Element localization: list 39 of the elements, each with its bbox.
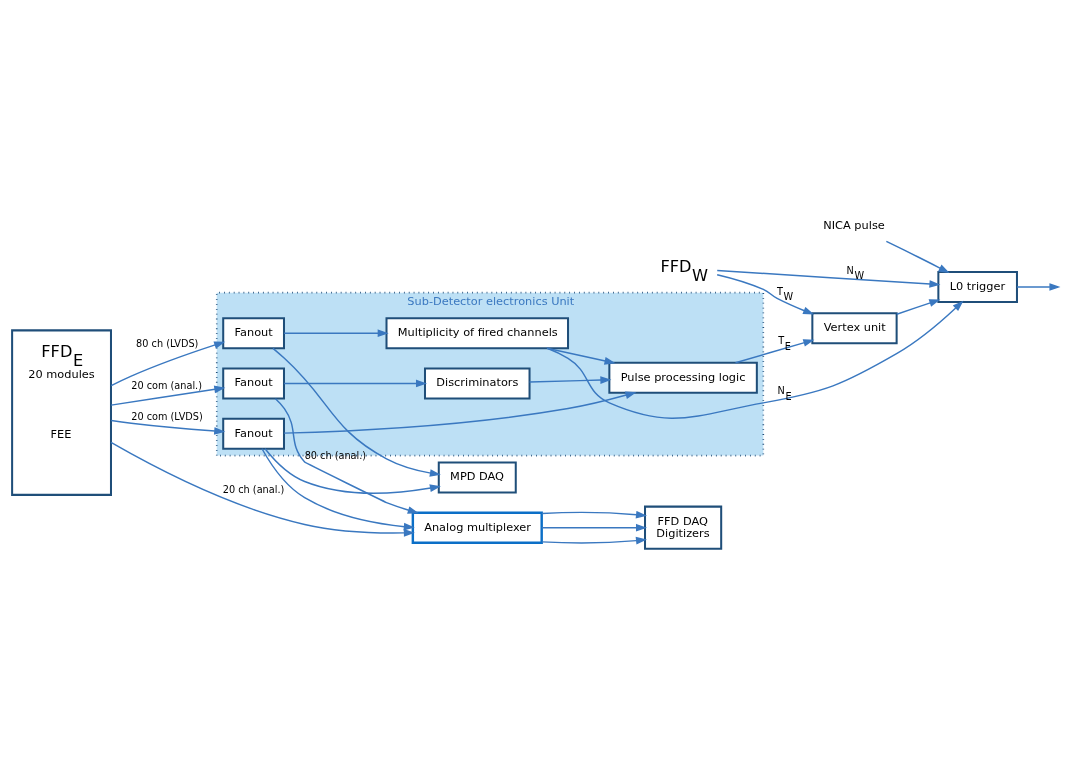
arrow — [261, 448, 415, 531]
arrow — [283, 329, 389, 338]
node-box: Fanout — [222, 417, 285, 450]
edge-label: 20 com (LVDS) — [131, 411, 203, 423]
node-box: Pulse processing logic — [608, 361, 758, 394]
arrow — [541, 510, 647, 519]
node-box: MPD DAQ — [437, 461, 517, 494]
arrow — [272, 347, 441, 477]
arrow — [283, 391, 637, 434]
node-box: Discriminators — [424, 367, 531, 400]
arrow — [716, 274, 815, 315]
arrow — [541, 523, 648, 532]
edge-label: 80 ch (anal.) — [304, 450, 367, 462]
arrow — [546, 300, 964, 419]
node-box: Fanout — [222, 317, 285, 350]
arrow — [110, 441, 415, 537]
node-text: NICA pulse — [823, 218, 885, 233]
arrow — [528, 376, 612, 384]
node-box: L0 trigger — [937, 271, 1018, 303]
arrow — [541, 536, 647, 545]
arrow — [283, 379, 427, 388]
node-box: Multiplicity of fired channels — [385, 317, 570, 350]
node-box: Vertex unit — [811, 312, 898, 345]
edge-label: 80 ch (LVDS) — [136, 338, 199, 350]
arrow — [1016, 283, 1061, 291]
arrow — [110, 385, 226, 406]
arrow — [734, 339, 815, 364]
arrow — [896, 299, 941, 315]
arrow — [274, 397, 419, 514]
arrow — [110, 419, 226, 435]
edge-label: 20 com (anal.) — [131, 379, 202, 391]
arrow — [264, 448, 441, 494]
edge-label: 20 ch (anal.) — [222, 484, 285, 496]
node-box: FFD DAQ Digitizers — [644, 505, 723, 550]
arrow — [716, 269, 941, 288]
node-box: Fanout — [222, 367, 285, 400]
node-box: Analog multiplexer — [411, 511, 543, 544]
arrow — [885, 240, 950, 273]
arrow — [110, 341, 226, 387]
